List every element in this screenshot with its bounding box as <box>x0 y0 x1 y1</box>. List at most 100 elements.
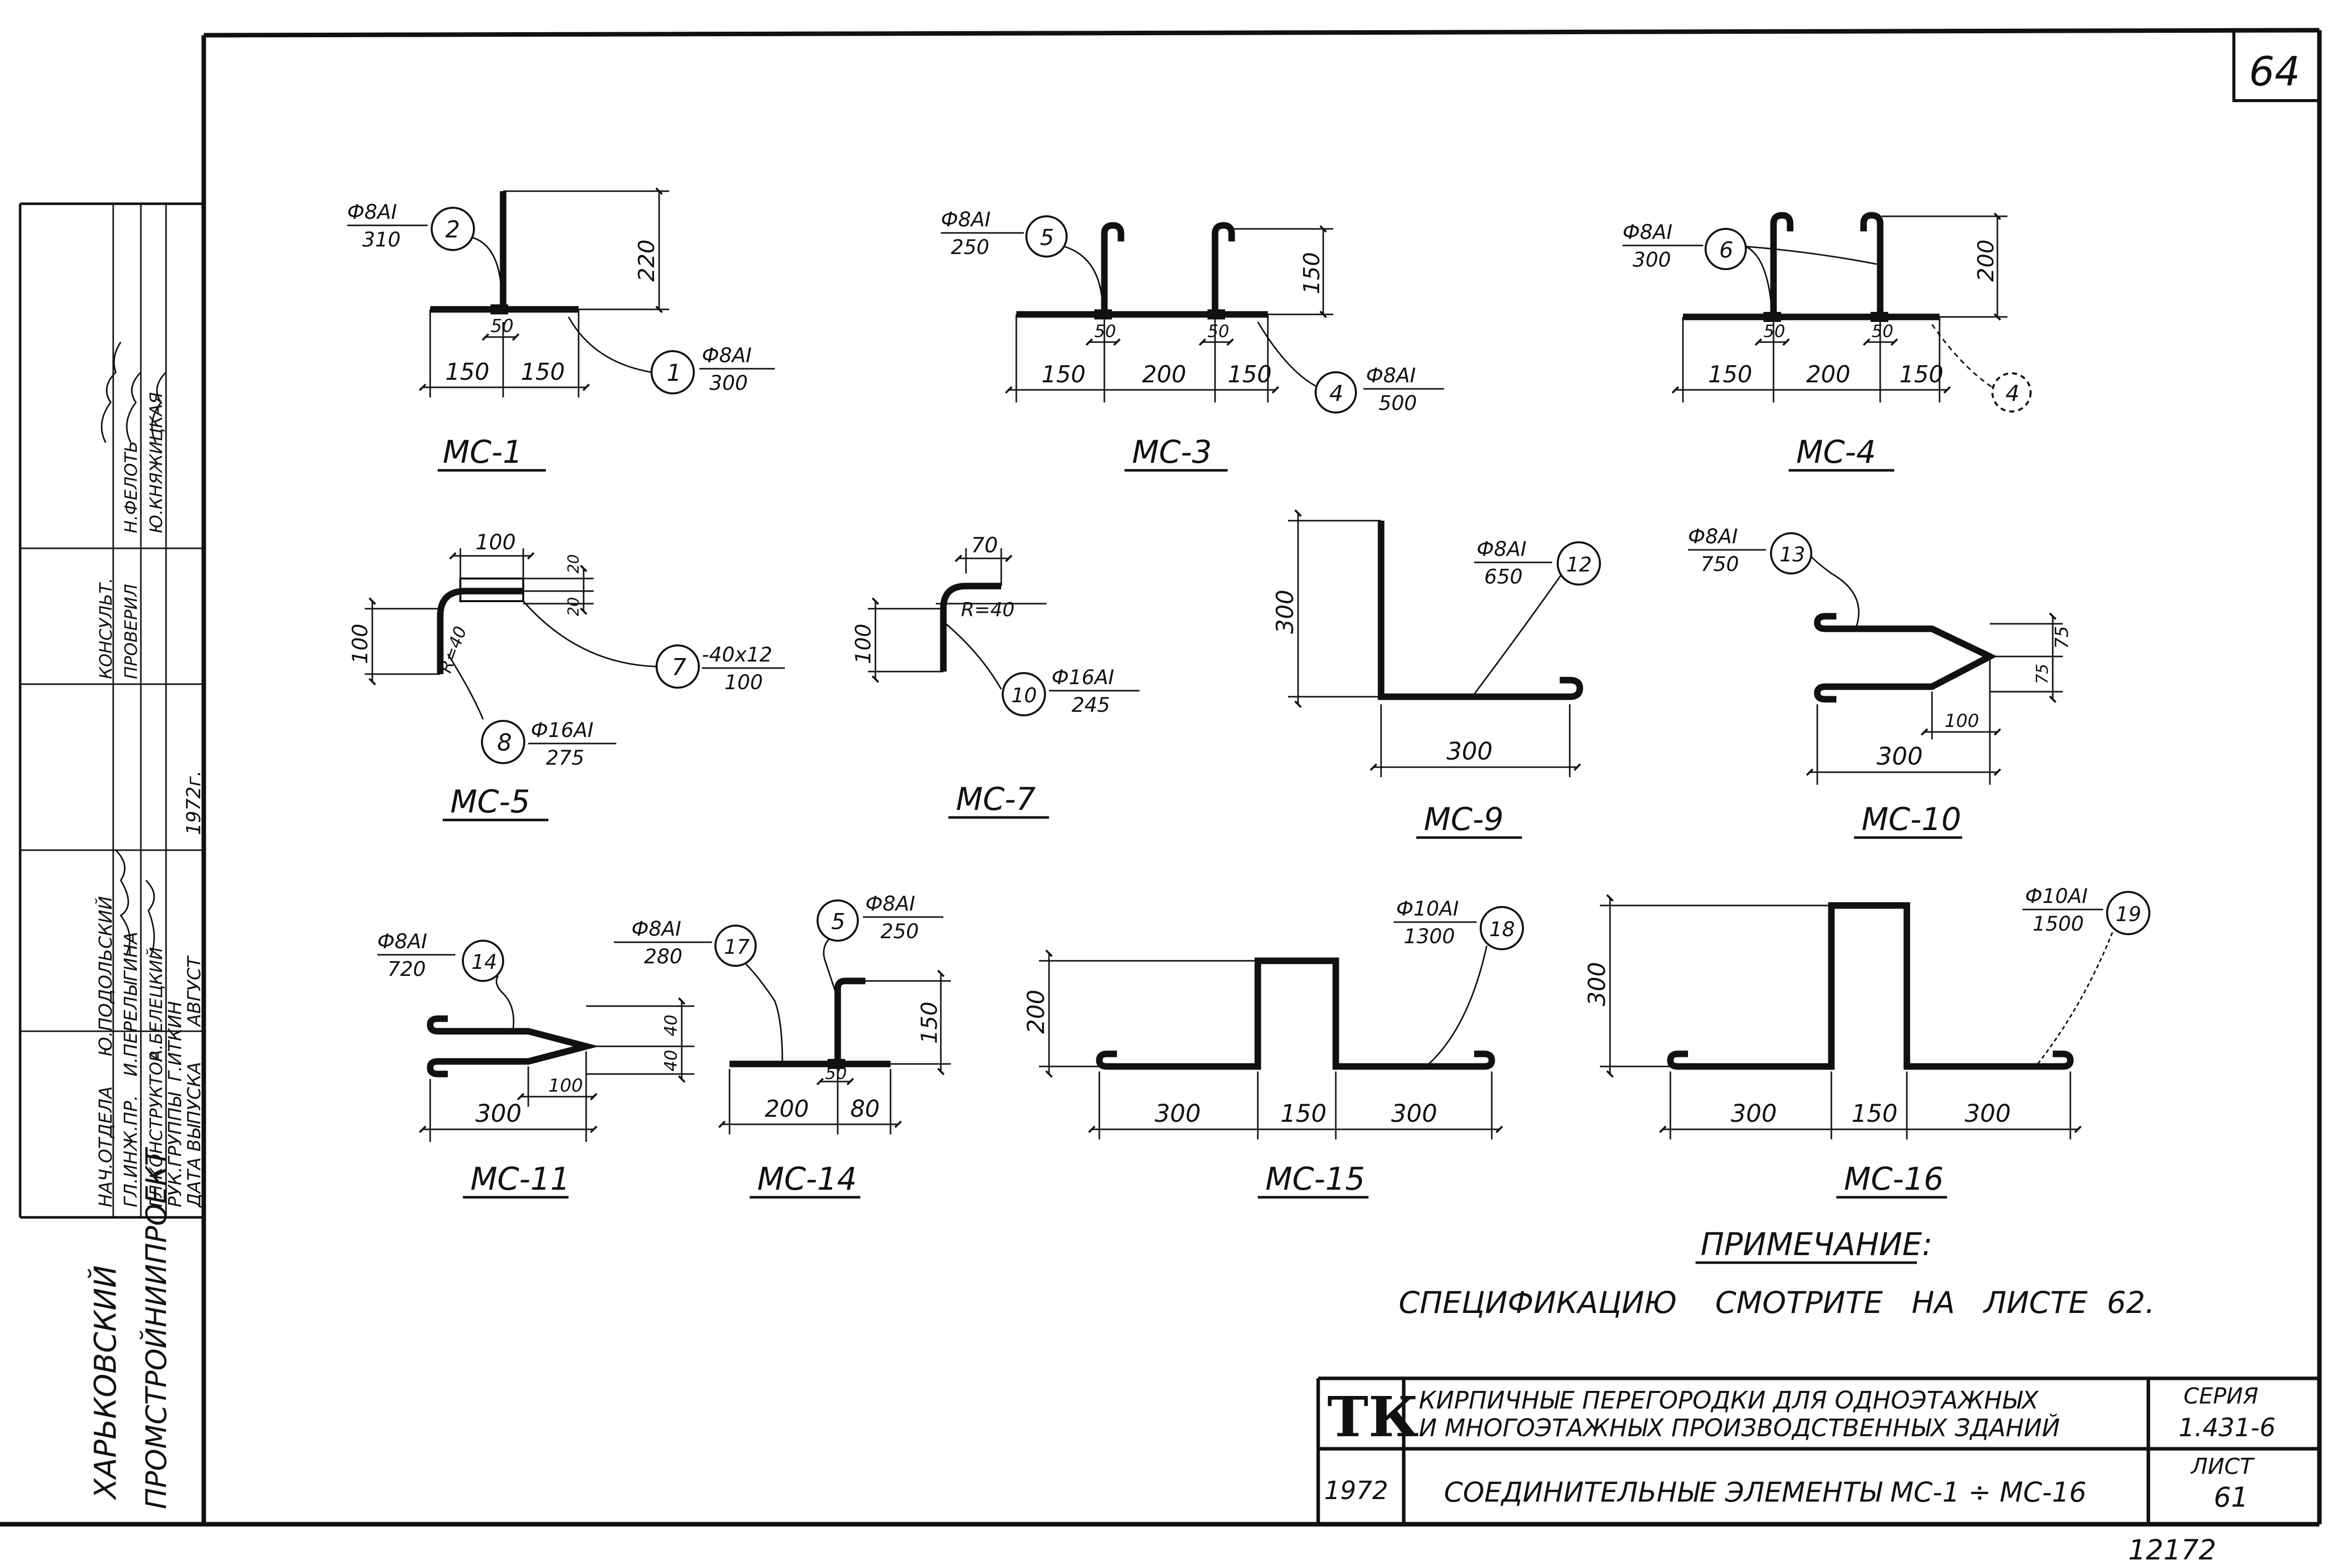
mc3-dim-2: 200 <box>1142 361 1186 388</box>
mc7-pos-10: 10 <box>1011 684 1037 707</box>
mc15-dim-3: 300 <box>1391 1100 1437 1128</box>
bottom-number: 12172 <box>2128 1534 2216 1566</box>
mc7-dim-w: 70 <box>971 533 998 557</box>
mc10-bar13-len: 750 <box>1701 553 1739 576</box>
mc1-pos-1: 1 <box>667 359 681 386</box>
mc7-title: МС-7 <box>956 781 1036 817</box>
mc7-bar10-len: 245 <box>1072 694 1110 717</box>
detail-mc14: 150 50 200 80 17 Ф8АI 280 5 Ф8АI 250 МС-… <box>614 892 951 1199</box>
mc4-dim-w1: 50 <box>1763 321 1785 342</box>
mc4-dim-h: 200 <box>1973 239 1999 282</box>
mc3-dim-h: 150 <box>1299 252 1325 294</box>
mc5-pos-8: 8 <box>497 729 512 756</box>
mc7-dim-h: 100 <box>851 624 875 664</box>
title-block: ТК 1972 КИРПИЧНЫЕ ПЕРЕГОРОДКИ ДЛЯ ОДНОЭТ… <box>1316 1376 2319 1524</box>
mc11-pos-14: 14 <box>471 951 497 974</box>
mc16-dim-2: 150 <box>1851 1100 1898 1128</box>
detail-mc5: 100 20 20 100 R=40 7 -40x12 100 8 Ф16АI … <box>348 530 785 821</box>
title-logo: ТК <box>1327 1384 1419 1449</box>
mc5-dim-t2: 20 <box>565 597 583 616</box>
mc5-bar8-spec: Ф16АI <box>531 719 594 742</box>
series-value: 1.431-6 <box>2179 1413 2276 1442</box>
stamp-name-4: АВГУСТ <box>184 955 205 1027</box>
title-line1: КИРПИЧНЫЕ ПЕРЕГОРОДКИ ДЛЯ ОДНОЭТАЖНЫХ <box>1419 1386 2039 1415</box>
mc3-title: МС-3 <box>1132 434 1212 470</box>
mc3-bar5-spec: Ф8АI <box>941 208 991 231</box>
mc10-dim-2: 75 <box>2033 664 2052 684</box>
mc9-bar12-spec: Ф8АI <box>1477 538 1526 561</box>
title-line2: И МНОГОЭТАЖНЫХ ПРОИЗВОДСТВЕННЫХ ЗДАНИЙ <box>1419 1414 2060 1442</box>
mc1-dim-h: 220 <box>634 239 660 282</box>
mc15-dim-h: 200 <box>1022 989 1050 1034</box>
mc14-bar17-len: 280 <box>644 945 682 968</box>
mc14-dim-w: 50 <box>825 1063 847 1084</box>
mc7-dim-r: R=40 <box>961 599 1015 621</box>
mc14-title: МС-14 <box>757 1161 857 1197</box>
mc1-dim-weld: 50 <box>491 316 514 337</box>
mc4-bar6-len: 300 <box>1633 249 1671 272</box>
page-number: 64 <box>2249 48 2300 95</box>
mc5-bar8-len: 275 <box>546 747 584 770</box>
mc1-bar1-len: 300 <box>709 372 748 395</box>
mc3-pos-5: 5 <box>1040 225 1054 251</box>
detail-mc11: 40 40 100 300 14 Ф8АI 720 МС-11 <box>377 930 694 1199</box>
mc16-dim-1: 300 <box>1731 1100 1777 1128</box>
sheet-value: 61 <box>2214 1481 2248 1513</box>
mc1-bar1-spec: Ф8АI <box>702 344 752 367</box>
mc5-dim-t1: 20 <box>565 554 583 573</box>
mc9-title: МС-9 <box>1424 801 1504 838</box>
title-year: 1972 <box>1324 1476 1388 1505</box>
mc14-bar5-spec: Ф8АI <box>865 892 915 916</box>
detail-mc9: 300 300 12 Ф8АI 650 МС-9 <box>1271 509 1601 839</box>
mc3-dim-3: 150 <box>1228 361 1272 388</box>
mc10-dim-3: 100 <box>1945 711 1979 731</box>
mc3-pos-4: 4 <box>1329 381 1343 406</box>
stamp-role-2: ГЛ.КОНСТРУКТОР <box>146 1051 167 1207</box>
mc3-bar4-len: 500 <box>1379 392 1417 415</box>
stamp-role-6: КОНСУЛЬТ. <box>96 578 116 679</box>
left-stamp: НАЧ.ОТДЕЛА Ю.ПОДОЛЬСКИЙ ГЛ.ИНЖ.ПР. И.ПЕР… <box>19 202 205 1509</box>
org-name-line2: ПРОМСТРОЙНИИПРОЕКТ <box>140 1147 173 1509</box>
note-text: СПЕЦИФИКАЦИЮ СМОТРИТЕ НА ЛИСТЕ 62. <box>1399 1285 2155 1321</box>
mc3-dim-w2: 50 <box>1207 321 1229 342</box>
mc4-pos-4: 4 <box>2005 381 2020 406</box>
stamp-name-7: Ю.КНЯЖИЦКАЯ <box>146 392 167 533</box>
mc4-dim-1: 150 <box>1708 361 1752 388</box>
mc5-dim-w: 100 <box>475 530 516 554</box>
mc15-bar18-len: 1300 <box>1404 925 1455 948</box>
mc3-dim-w1: 50 <box>1094 321 1116 342</box>
mc9-dim-w: 300 <box>1446 737 1493 766</box>
mc15-dim-1: 300 <box>1155 1100 1201 1128</box>
note: ПРИМЕЧАНИЕ: СПЕЦИФИКАЦИЮ СМОТРИТЕ НА ЛИС… <box>1399 1226 2155 1321</box>
mc10-dim-1: 75 <box>2052 626 2072 649</box>
mc11-bar14-spec: Ф8АI <box>377 930 427 953</box>
mc14-bar5-len: 250 <box>880 920 919 943</box>
mc1-title: МС-1 <box>443 434 523 470</box>
detail-mc10: 75 75 100 300 13 Ф8АI 750 МС-10 <box>1688 525 2072 839</box>
mc10-dim-4: 300 <box>1877 742 1923 771</box>
mc16-bar19-len: 1500 <box>2033 913 2084 936</box>
detail-mc7: 70 R=40 100 10 Ф16АI 245 МС-7 <box>851 533 1140 819</box>
mc11-dim-1: 40 <box>661 1015 681 1036</box>
stamp-role-4: ДАТА ВЫПУСКА <box>184 1062 205 1208</box>
mc15-title: МС-15 <box>1265 1161 1365 1197</box>
series-label: СЕРИЯ <box>2184 1383 2259 1409</box>
mc15-dim-2: 150 <box>1280 1100 1327 1128</box>
mc14-dim-2: 80 <box>850 1095 880 1122</box>
note-heading: ПРИМЕЧАНИЕ: <box>1701 1226 1933 1263</box>
mc10-title: МС-10 <box>1862 801 1961 838</box>
mc4-dim-w2: 50 <box>1872 321 1893 342</box>
stamp-role-0: НАЧ.ОТДЕЛА <box>96 1086 116 1207</box>
mc16-pos-19: 19 <box>2116 903 2141 926</box>
mc14-dim-1: 200 <box>765 1095 809 1122</box>
mc1-dim-1: 150 <box>445 358 490 385</box>
mc11-dim-3: 100 <box>548 1076 583 1096</box>
mc9-pos-12: 12 <box>1566 553 1592 576</box>
mc3-dim-1: 150 <box>1041 361 1086 388</box>
stamp-role-3: РУК.ГРУППЫ <box>165 1092 186 1207</box>
detail-mc16: 300 300 150 300 19 Ф10АI 1500 МС-16 <box>1583 885 2150 1199</box>
mc4-dim-3: 150 <box>1899 361 1944 388</box>
mc1-bar2-spec: Ф8АI <box>347 201 397 224</box>
stamp-name-6: Н.ФЕЛОТЬ <box>121 441 141 533</box>
